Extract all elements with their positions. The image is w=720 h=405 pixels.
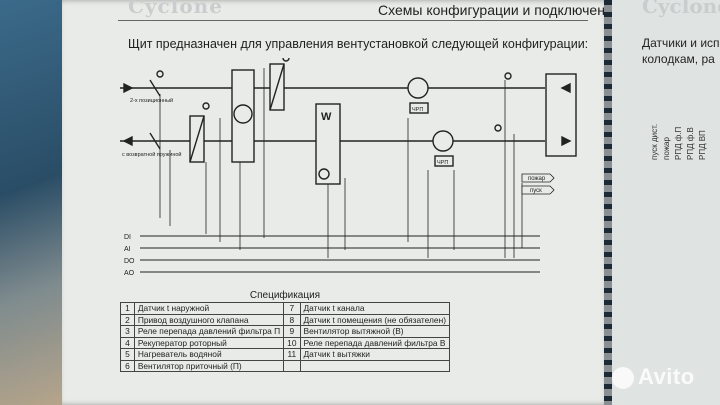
- spec-text-empty: [299, 359, 450, 372]
- vfd-supply-label: ЧРП: [412, 107, 423, 113]
- sensor-outdoor: [156, 70, 164, 78]
- signal-fire: [521, 173, 555, 183]
- spec-num: 5: [120, 348, 135, 361]
- room-box: [545, 73, 577, 157]
- spec-text: Датчик t канала: [299, 302, 450, 315]
- spec-text: Датчик t помещения (не обязателен): [299, 313, 450, 326]
- recuperator: [231, 69, 255, 163]
- exhaust-outlet-arrow: [122, 135, 133, 147]
- document-page-right: Cyclone Датчики и исп колодкам, ра пуск …: [612, 0, 720, 405]
- sensor-exhaust-temp: [494, 124, 502, 132]
- right-title-line1: Датчики и исп: [642, 36, 720, 50]
- brand-logo-right: Cyclone: [642, 0, 720, 18]
- table-row: 4 Рекуператор роторный 10 Реле перепада …: [120, 336, 450, 349]
- damper-exhaust-label: с возвратной пружиной: [122, 151, 182, 158]
- terminal-label: РПД ф.В: [686, 127, 695, 160]
- table-row: 5 Нагреватель водяной 11 Датчик t вытяжк…: [120, 348, 450, 361]
- spec-num: 9: [283, 325, 301, 338]
- spec-num: 3: [120, 325, 135, 338]
- specification-table: Спецификация 1 Датчик t наружной 7 Датчи…: [120, 290, 450, 372]
- brand-logo: Cyclone: [128, 0, 223, 18]
- spec-num: 10: [283, 336, 301, 349]
- ventilation-diagram: DI AI DO AO ЧРП ЧРП пожар пуск 2-х позиц…: [120, 58, 577, 277]
- spec-text: Датчик t наружной: [133, 302, 285, 315]
- vfd-supply: [409, 102, 429, 114]
- spec-num-empty: [283, 359, 301, 372]
- table-row: 3 Реле перепада давлений фильтра П 9 Вен…: [120, 325, 450, 338]
- terminal-label: пожар: [662, 137, 671, 160]
- spec-text: Вентилятор вытяжной (В): [299, 325, 450, 338]
- vfd-exhaust-label: ЧРП: [437, 160, 448, 166]
- heater-label: W: [321, 111, 332, 123]
- terminal-label: пуск дист.: [650, 123, 659, 160]
- signal-fire-label: пожар: [528, 176, 546, 182]
- spec-num: 2: [120, 313, 135, 326]
- table-row: 1 Датчик t наружной 7 Датчик t канала: [120, 302, 450, 315]
- spec-num: 7: [283, 302, 301, 315]
- terminal-label: РПД ф.П: [674, 126, 683, 160]
- room-inlet-arrow: [560, 82, 571, 94]
- spec-text: Рекуператор роторный: [133, 336, 285, 349]
- sensor-diff-pressure-exhaust: [282, 58, 290, 62]
- spec-num: 8: [283, 313, 301, 326]
- signal-start: [521, 185, 555, 195]
- spec-num: 1: [120, 302, 135, 315]
- damper-exhaust: [149, 132, 161, 150]
- terminal-label: РПД ВП: [698, 130, 707, 160]
- exhaust-fan: [432, 130, 454, 152]
- intro-text: Щит предназначен для управления вентуста…: [128, 37, 589, 51]
- recuperator-rotor: [233, 104, 253, 124]
- spec-num: 6: [120, 359, 135, 372]
- spec-text: Привод воздушного клапана: [133, 313, 285, 326]
- spec-text: Реле перепада давлений фильтра П: [133, 325, 285, 338]
- damper-supply: [149, 79, 161, 97]
- bus-label-ao: AO: [124, 270, 135, 277]
- room-outlet-arrow: [561, 135, 572, 147]
- sensor-duct: [504, 72, 512, 80]
- sensor-diff-pressure: [202, 102, 210, 110]
- supply-inlet-arrow: [123, 82, 134, 94]
- avito-text: Avito: [638, 364, 695, 389]
- spec-title: Спецификация: [249, 290, 321, 301]
- heater-pump: [318, 168, 330, 180]
- spiral-binding: [604, 0, 614, 405]
- bus-label-do: DO: [124, 258, 135, 265]
- filter-supply-diag: [189, 115, 205, 163]
- table-row: 2 Привод воздушного клапана 8 Датчик t п…: [120, 313, 450, 326]
- right-title-line2: колодкам, ра: [642, 52, 715, 66]
- avito-watermark: Avito: [612, 364, 695, 390]
- header-divider: [118, 20, 588, 21]
- spec-num: 4: [120, 336, 135, 349]
- vfd-exhaust: [434, 155, 454, 167]
- spec-text: Реле перепада давлений фильтра В: [299, 336, 450, 349]
- table-row: 6 Вентилятор приточный (П): [120, 359, 450, 372]
- signal-start-label: пуск: [530, 188, 542, 194]
- filter-exhaust-diag: [269, 63, 285, 111]
- supply-fan: [407, 77, 429, 99]
- damper-supply-label: 2-х позиционный: [130, 97, 173, 104]
- section-title: Схемы конфигурации и подключения: [378, 2, 621, 18]
- spec-text: Датчик t вытяжки: [299, 348, 450, 361]
- spec-text: Вентилятор приточный (П): [133, 359, 285, 372]
- avito-logo-icon: [612, 367, 634, 390]
- bus-label-ai: AI: [124, 246, 131, 253]
- bus-label-di: DI: [124, 234, 131, 241]
- spec-num: 11: [283, 348, 301, 361]
- spec-text: Нагреватель водяной: [133, 348, 285, 361]
